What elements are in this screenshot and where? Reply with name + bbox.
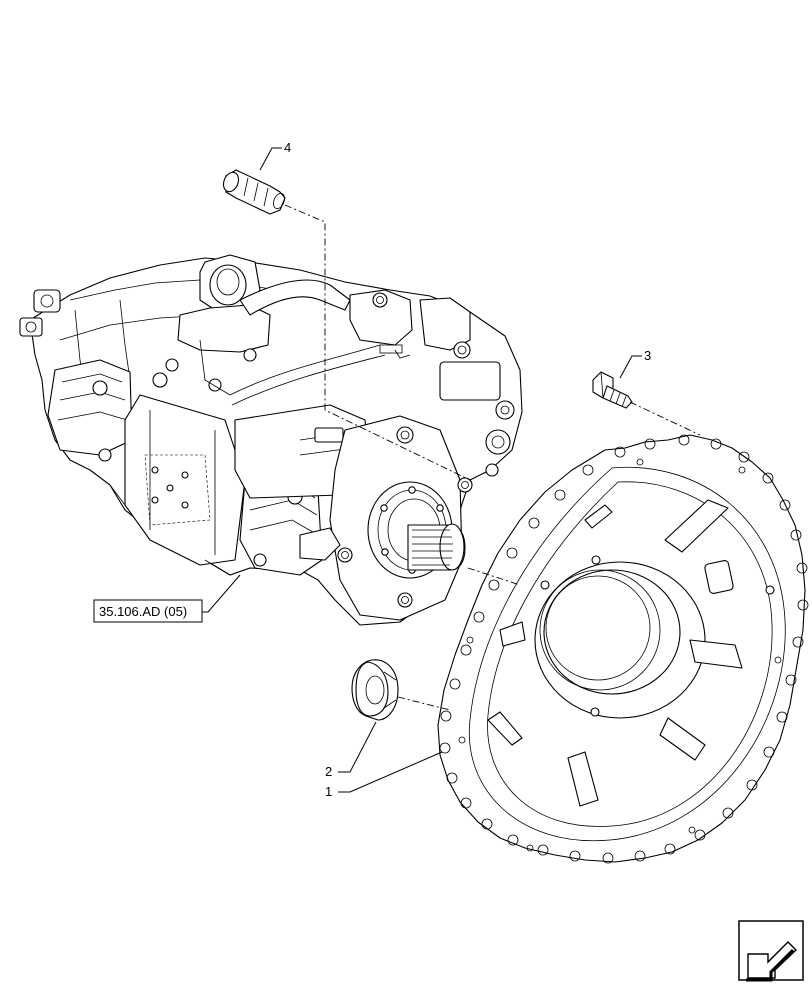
item-1-coupling-housing: [437, 434, 809, 864]
callout-3: 3: [644, 348, 651, 363]
next-page-arrow-icon[interactable]: [738, 920, 804, 982]
callout-2: 2: [325, 764, 332, 779]
centerline-item-4: [284, 204, 471, 481]
reference-link[interactable]: 35.106.AD (05): [93, 599, 203, 623]
callout-4: 4: [284, 140, 291, 155]
centerline-shaft: [467, 567, 521, 586]
callout-1: 1: [325, 784, 332, 799]
reference-label[interactable]: 35.106.AD (05): [99, 604, 187, 619]
item-3-bolt: [592, 371, 633, 409]
callout-leaders: [202, 147, 642, 793]
item-4-plug: [222, 169, 286, 215]
centerline-item-3: [629, 401, 701, 436]
centerline-item-2: [397, 696, 451, 711]
item-2-grommet: [351, 659, 399, 721]
hydraulic-pump-assembly: [19, 254, 523, 626]
